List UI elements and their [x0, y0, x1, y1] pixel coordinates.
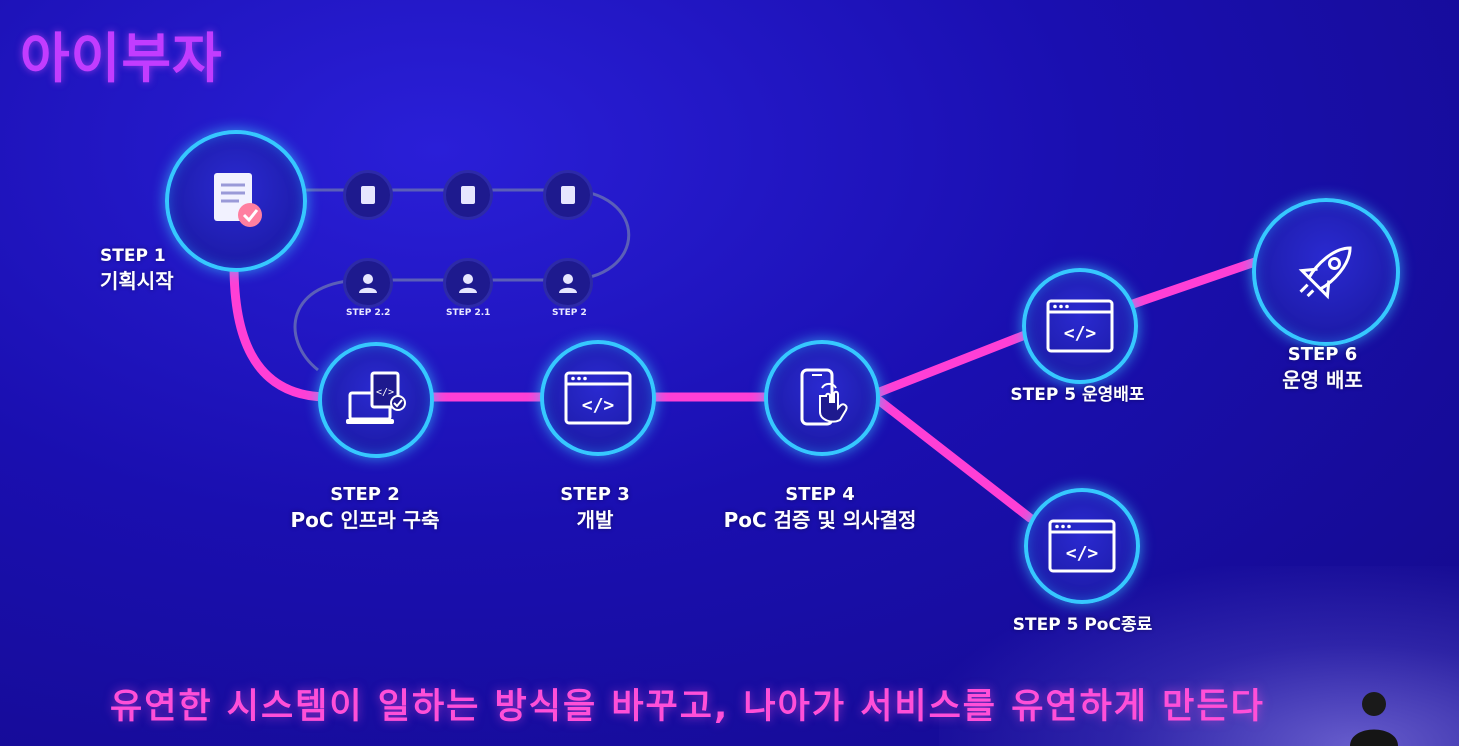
- rocket-icon: [1298, 246, 1352, 300]
- substep-user-2-1: [443, 258, 493, 308]
- substep-user-2-2: [343, 258, 393, 308]
- final-path: [1125, 257, 1260, 310]
- slide-caption: 유연한 시스템이 일하는 방식을 바꾸고, 나아가 서비스를 유연하게 만든다: [110, 687, 1265, 727]
- step6-title: STEP 6: [1287, 344, 1358, 365]
- main-path: [229, 260, 775, 402]
- step5-deploy-label: STEP 5 운영배포: [1010, 385, 1145, 405]
- step6-label: STEP 6 운영 배포: [1255, 343, 1390, 394]
- step6-node: [1252, 198, 1400, 346]
- file-icon: [561, 186, 575, 204]
- brand-logo: 아이부자: [20, 27, 223, 90]
- user-icon: [459, 274, 477, 293]
- code-window-icon: </>: [564, 371, 632, 425]
- step1-label: STEP 1 기획시작: [100, 245, 180, 295]
- branch-up-path: [867, 330, 1030, 400]
- step1-node: [165, 130, 307, 272]
- file-icon: [361, 186, 375, 204]
- phone-tap-icon: [800, 368, 848, 426]
- document-check-icon: [214, 173, 262, 227]
- step1-title: STEP 1: [100, 246, 166, 266]
- substep-file-1: [343, 170, 393, 220]
- substep-label-2-1: STEP 2.1: [446, 308, 491, 318]
- step5-poc-end-label: STEP 5 PoC종료: [1012, 615, 1153, 635]
- substep-user-2: [543, 258, 593, 308]
- step4-label: STEP 4 PoC 검증 및 의사결정: [700, 483, 940, 534]
- svg-text:</>: </>: [1066, 543, 1099, 564]
- step5-deploy-node: </>: [1022, 268, 1138, 384]
- file-icon: [461, 186, 475, 204]
- step3-label: STEP 3 개발: [520, 483, 670, 534]
- user-icon: [359, 274, 377, 293]
- step1-desc: 기획시작: [100, 268, 174, 293]
- substep-file-2: [443, 170, 493, 220]
- substep-label-2-2: STEP 2.2: [346, 308, 391, 318]
- step3-node: </>: [540, 340, 656, 456]
- laptop-code-icon: </>: [346, 371, 406, 424]
- svg-text:</>: </>: [582, 395, 615, 416]
- user-icon: [559, 274, 577, 293]
- step2-desc: PoC 인프라 구축: [290, 508, 440, 533]
- background-glow: [939, 566, 1459, 746]
- code-window-icon: </>: [1048, 519, 1116, 573]
- step2-node: </>: [318, 342, 434, 458]
- step5-poc-end-node: </>: [1024, 488, 1140, 604]
- step3-title: STEP 3: [560, 484, 630, 505]
- code-window-icon: </>: [1046, 299, 1114, 353]
- svg-text:</>: </>: [376, 387, 394, 398]
- step2-label: STEP 2 PoC 인프라 구축: [255, 483, 475, 534]
- presenter-figure: [1350, 692, 1398, 746]
- step6-desc: 운영 배포: [1282, 368, 1363, 393]
- svg-text:</>: </>: [1064, 323, 1097, 344]
- step4-node: [764, 340, 880, 456]
- step4-title: STEP 4: [785, 484, 855, 505]
- step2-title: STEP 2: [330, 484, 400, 505]
- substep-label-2: STEP 2: [552, 308, 587, 318]
- step3-desc: 개발: [576, 508, 614, 533]
- step4-desc: PoC 검증 및 의사결정: [723, 508, 917, 533]
- substep-file-3: [543, 170, 593, 220]
- branch-down-path: [867, 390, 1035, 523]
